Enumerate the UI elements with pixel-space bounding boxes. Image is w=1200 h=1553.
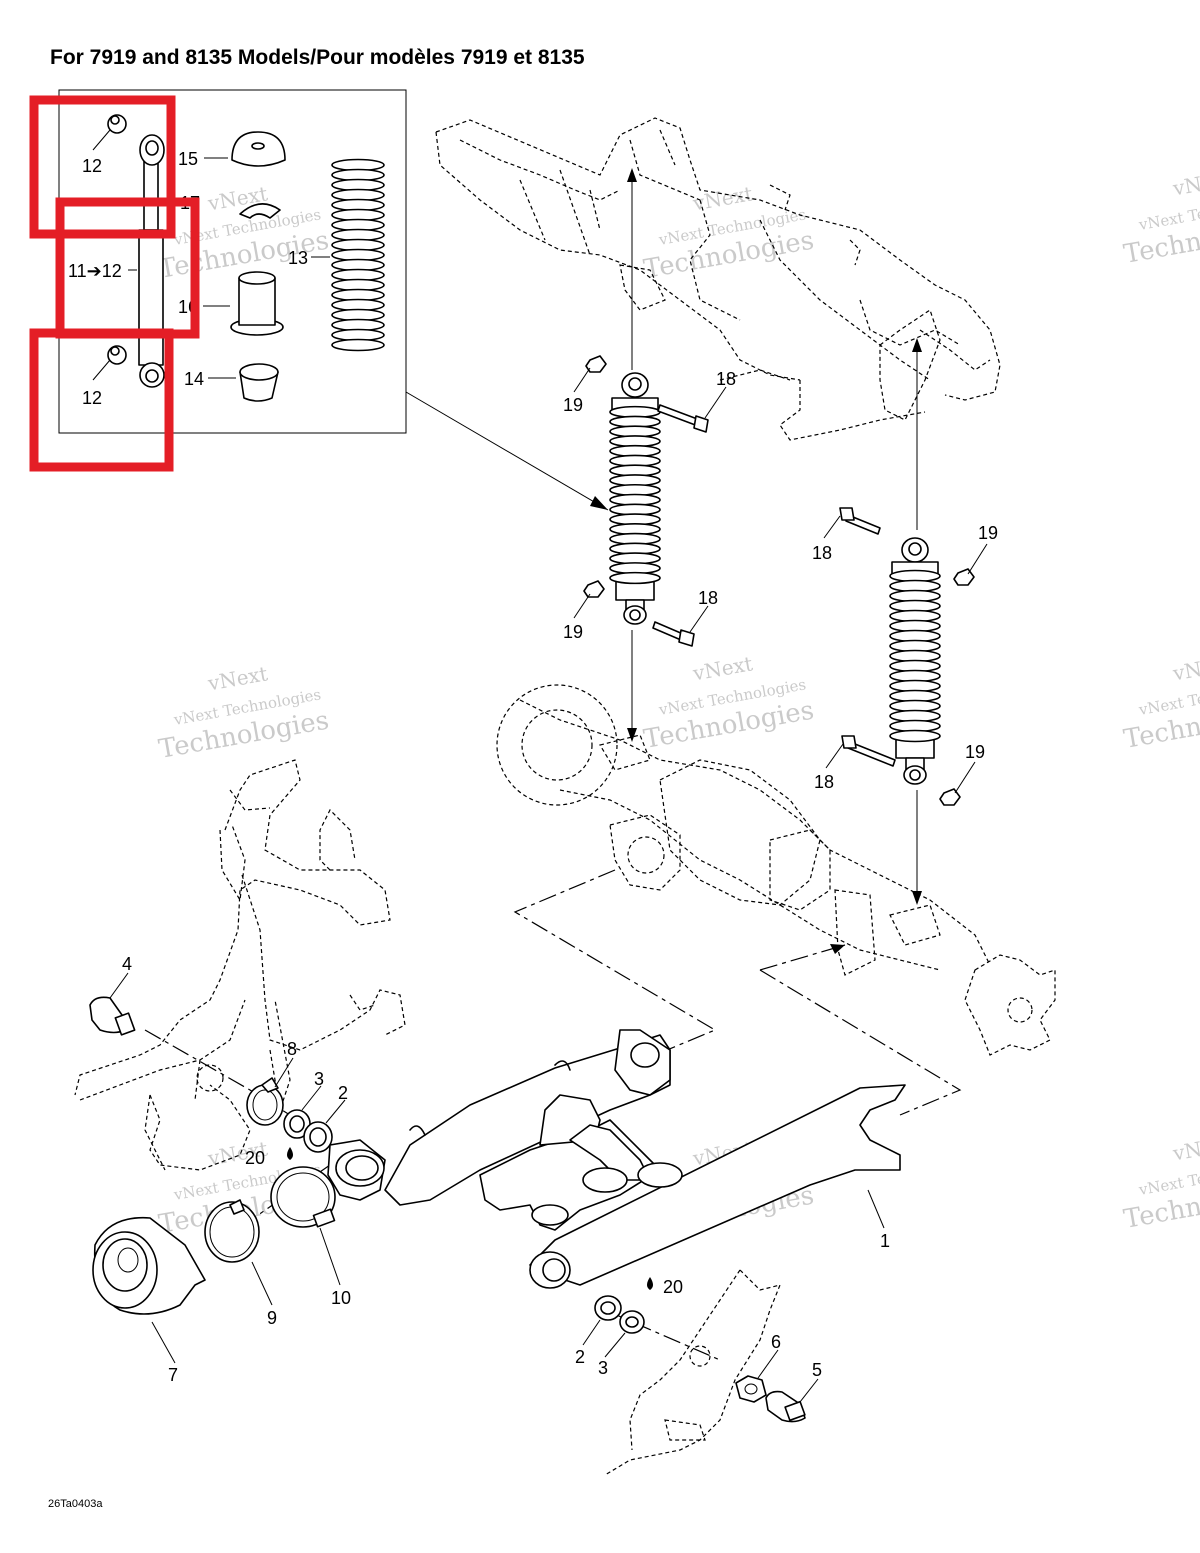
shock-absorber bbox=[609, 372, 661, 625]
spring-cup-icon bbox=[231, 131, 286, 167]
label-18: 18 bbox=[814, 772, 834, 792]
pivot-bolt-icon bbox=[89, 996, 136, 1036]
pivot-parts-left bbox=[89, 996, 336, 1315]
label-19: 19 bbox=[563, 622, 583, 642]
highlight-boxes bbox=[29, 95, 200, 472]
spring-coil bbox=[889, 729, 941, 743]
bearing-icon bbox=[303, 1121, 333, 1153]
grease-drop-icon bbox=[287, 1147, 293, 1160]
page-title: For 7919 and 8135 Models/Pour modèles 79… bbox=[50, 46, 585, 69]
clip-icon bbox=[239, 203, 281, 219]
highlight-box-top bbox=[29, 95, 176, 239]
label-9: 9 bbox=[267, 1308, 277, 1328]
chassis-frame bbox=[435, 117, 1001, 441]
label-13: 13 bbox=[288, 248, 308, 268]
label-3: 3 bbox=[598, 1358, 608, 1378]
large-clamp-icon bbox=[270, 1166, 336, 1228]
label-12: 12 bbox=[82, 156, 102, 176]
label-20: 20 bbox=[245, 1148, 265, 1168]
label-6: 6 bbox=[771, 1332, 781, 1352]
label-5: 5 bbox=[812, 1360, 822, 1380]
label-2: 2 bbox=[338, 1083, 348, 1103]
pivot-bolt-icon bbox=[765, 1390, 806, 1423]
watermark: vNext vNext Technologies Technologies bbox=[157, 661, 332, 765]
grease-drop-icon bbox=[647, 1277, 653, 1290]
bearing-icon bbox=[594, 1295, 622, 1321]
label-19: 19 bbox=[965, 742, 985, 762]
label-3: 3 bbox=[314, 1069, 324, 1089]
inset-shock-absorber bbox=[138, 134, 165, 388]
label-19: 19 bbox=[563, 395, 583, 415]
shock-absorber bbox=[889, 537, 941, 785]
label-4: 4 bbox=[122, 954, 132, 974]
label-11-12: 11➔12 bbox=[68, 261, 122, 281]
svg-text:vNext: vNext bbox=[205, 661, 269, 695]
label-2: 2 bbox=[575, 1347, 585, 1367]
left-frame bbox=[74, 759, 406, 1171]
label-12: 12 bbox=[82, 388, 102, 408]
inset-box bbox=[58, 89, 609, 511]
bushing-icon bbox=[107, 114, 127, 134]
fasteners bbox=[583, 355, 975, 806]
coil-spring-icon bbox=[331, 158, 385, 352]
rear-axle bbox=[496, 684, 1056, 1056]
pivot-parts-right bbox=[594, 1277, 806, 1423]
clamp-icon bbox=[246, 1077, 284, 1126]
svg-text:vNext: vNext bbox=[1170, 651, 1200, 685]
adjuster-ring-icon bbox=[239, 363, 279, 402]
swing-arm bbox=[327, 1029, 906, 1289]
watermark: vNext vNext Technologies Technologies bbox=[1122, 1131, 1200, 1235]
label-18: 18 bbox=[812, 543, 832, 563]
label-14: 14 bbox=[184, 369, 204, 389]
svg-text:vNext: vNext bbox=[690, 181, 754, 215]
label-20: 20 bbox=[663, 1277, 683, 1297]
spring-coil bbox=[331, 338, 385, 352]
drawing-code: 26Ta0403a bbox=[48, 1498, 103, 1510]
label-10: 10 bbox=[331, 1288, 351, 1308]
watermark: vNext vNext Technologies Technologies bbox=[642, 651, 817, 755]
label-18: 18 bbox=[698, 588, 718, 608]
sleeve-icon bbox=[230, 271, 284, 336]
label-1: 1 bbox=[880, 1231, 890, 1251]
leader-lines bbox=[109, 367, 988, 1403]
label-8: 8 bbox=[287, 1039, 297, 1059]
highlight-box-bottom bbox=[29, 328, 174, 472]
seal-icon bbox=[619, 1310, 645, 1334]
svg-text:vNext: vNext bbox=[1170, 1131, 1200, 1165]
svg-text:vNext: vNext bbox=[1170, 166, 1200, 200]
label-19: 19 bbox=[978, 523, 998, 543]
protective-boot-icon bbox=[92, 1216, 206, 1315]
watermark: vNext vNext Technologies Technologies bbox=[1122, 651, 1200, 755]
right-frame-bracket bbox=[604, 1269, 781, 1476]
spring-coil bbox=[609, 571, 661, 585]
washer-icon bbox=[735, 1375, 767, 1403]
watermarks: vNext vNext Technologies Technologies vN… bbox=[157, 166, 1200, 1240]
label-18: 18 bbox=[716, 369, 736, 389]
label-7: 7 bbox=[168, 1365, 178, 1385]
bushing-icon bbox=[107, 345, 127, 365]
ring-clamp-icon bbox=[204, 1199, 260, 1263]
watermark: vNext vNext Technologies Technologies bbox=[1122, 166, 1200, 270]
svg-text:vNext: vNext bbox=[690, 651, 754, 685]
label-15: 15 bbox=[178, 149, 198, 169]
